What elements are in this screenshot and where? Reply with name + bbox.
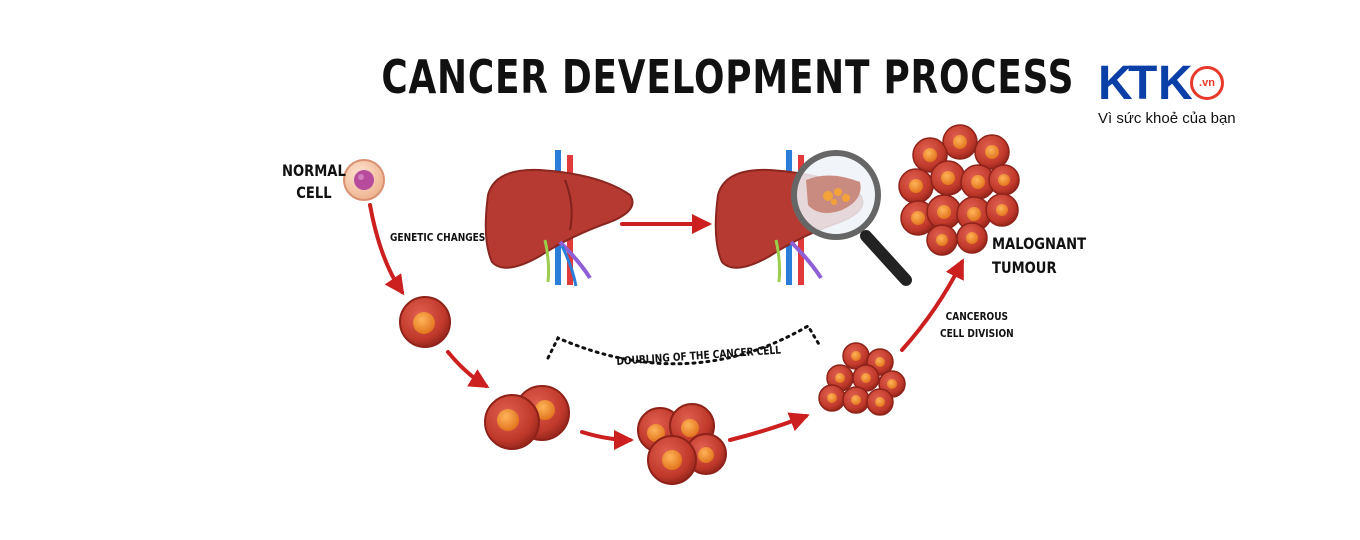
cancerous-label-line2: CELL DIVISION [940,327,1014,340]
brand-logo[interactable]: K T K .vn Vì sức khoẻ của bạn [1098,57,1238,127]
cancerous-division-label: CANCEROUS CELL DIVISION [940,308,1014,342]
cancer-cell-icon [637,403,727,485]
logo-wordmark: K T K .vn [1098,57,1238,110]
cancerous-label-line1: CANCEROUS [945,310,1009,323]
tumour-icon [898,124,1020,256]
normal-cell-icon [343,159,385,201]
normal-cell-label-line2: CELL [296,183,332,202]
magnifier-icon [791,150,912,286]
logo-tagline: Vì sức khoẻ của bạn [1098,110,1236,127]
logo-letter-k: K [1098,57,1133,110]
normal-cell-label-line1: NORMAL [282,161,346,180]
malignant-label-line2: TUMOUR [992,258,1057,277]
page-title: CANCER DEVELOPMENT PROCESS [381,50,1075,104]
logo-domain: .vn [1199,77,1215,89]
logo-letter-k2: K [1158,57,1193,110]
genetic-changes-label: GENETIC CHANGES [390,231,486,244]
cancer-cell-icon [484,385,570,450]
logo-circle-icon: .vn [1190,66,1224,100]
logo-letter-t: T [1128,57,1158,110]
liver-icon [484,150,634,287]
cancer-cell-icon [818,342,906,416]
normal-cell-label: NORMAL CELL [282,160,346,204]
malignant-label-line1: MALOGNANT [992,234,1087,253]
doubling-bracket [546,323,822,366]
arrow-icon [368,203,964,450]
malignant-tumour-label: MALOGNANT TUMOUR [992,232,1086,280]
cancer-cell-icon [399,296,451,348]
